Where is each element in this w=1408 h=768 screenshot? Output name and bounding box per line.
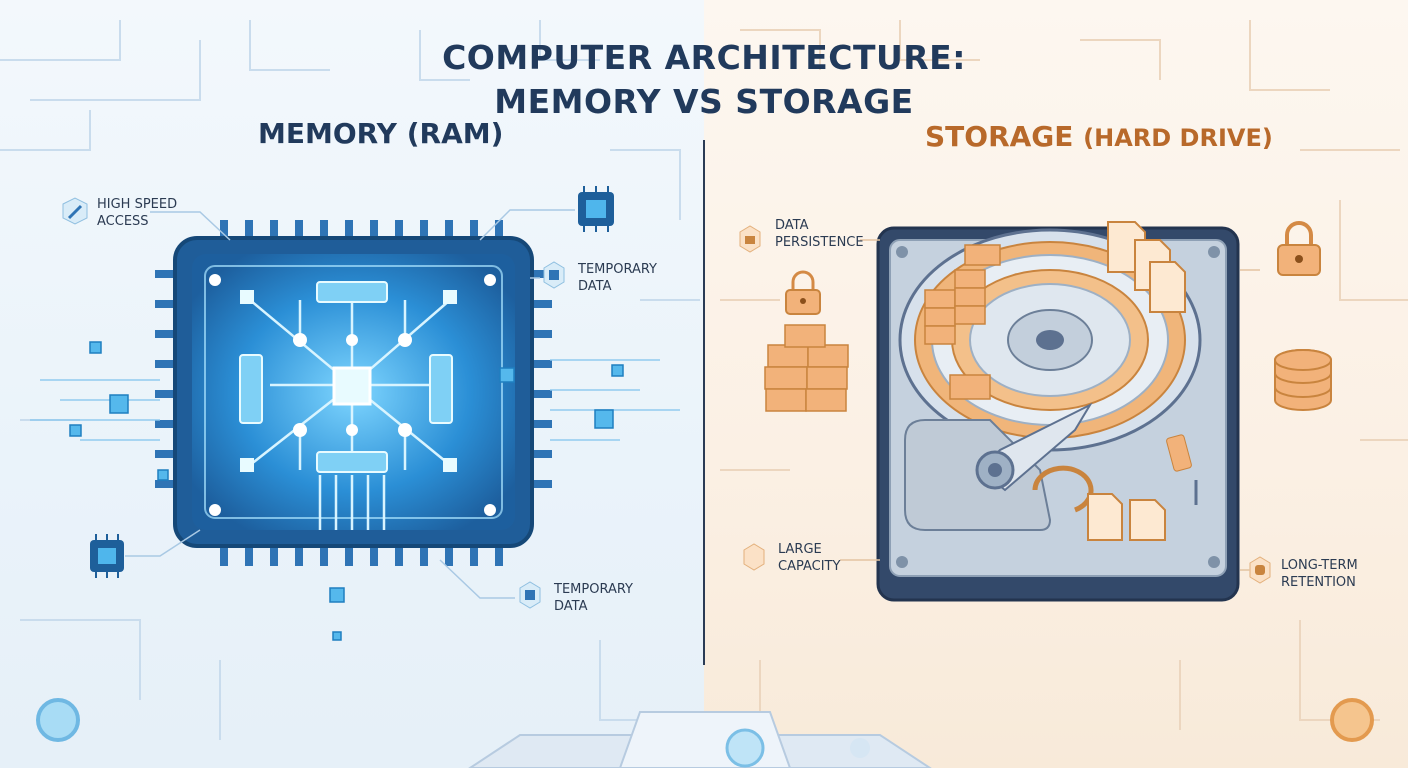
- memory-icon: [543, 261, 565, 289]
- database-icon: [1274, 349, 1332, 411]
- memory-icon: [519, 581, 541, 609]
- label-line: LONG-TERM: [1281, 558, 1358, 573]
- lock-icon: [739, 225, 761, 253]
- label-line: ACCESS: [97, 214, 149, 229]
- chip-pins: [155, 220, 552, 566]
- label-line: CAPACITY: [778, 559, 841, 574]
- ram-core-node: [332, 366, 372, 406]
- label-temporary-data-bottom: TEMPORARY DATA: [554, 581, 633, 615]
- label-line: DATA: [554, 599, 588, 614]
- document-icon: [1087, 221, 1186, 541]
- rocket-icon: [62, 197, 88, 225]
- storage-heading: STORAGE (HARD DRIVE): [925, 120, 1273, 153]
- capacity-icon: [743, 543, 765, 571]
- chip-icon: [90, 534, 124, 578]
- label-temporary-data-top: TEMPORARY DATA: [578, 261, 657, 295]
- section-divider: [703, 140, 705, 665]
- lock-icon: [785, 270, 821, 315]
- database-icon: [1249, 556, 1271, 584]
- data-bits: [69, 341, 624, 641]
- label-line: PERSISTENCE: [775, 235, 864, 250]
- memory-heading: MEMORY (RAM): [258, 117, 504, 150]
- label-line: TEMPORARY: [578, 262, 657, 277]
- label-data-persistence: DATA PERSISTENCE: [775, 217, 864, 251]
- label-line: DATA: [578, 279, 612, 294]
- ram-circuit-nodes: [209, 274, 496, 516]
- label-large-capacity: LARGE CAPACITY: [778, 541, 840, 575]
- storage-heading-paren: (HARD DRIVE): [1083, 124, 1273, 152]
- lock-icon: [1277, 221, 1321, 276]
- label-line: LARGE: [778, 542, 822, 557]
- box-stack-icon: [764, 324, 849, 412]
- page-title-line1: COMPUTER ARCHITECTURE:: [442, 38, 966, 77]
- label-long-term-retention: LONG-TERM RETENTION: [1281, 557, 1358, 591]
- label-line: DATA: [775, 218, 809, 233]
- label-line: HIGH SPEED: [97, 197, 178, 212]
- chip-icon: [578, 186, 614, 232]
- page-title-line2: MEMORY VS STORAGE: [494, 82, 914, 121]
- label-high-speed: HIGH SPEED ACCESS: [97, 196, 177, 230]
- label-line: RETENTION: [1281, 575, 1356, 590]
- actuator-arm: [904, 402, 1094, 531]
- storage-heading-main: STORAGE: [925, 120, 1074, 153]
- box-stack-icon: [924, 244, 1001, 400]
- label-line: TEMPORARY: [554, 582, 633, 597]
